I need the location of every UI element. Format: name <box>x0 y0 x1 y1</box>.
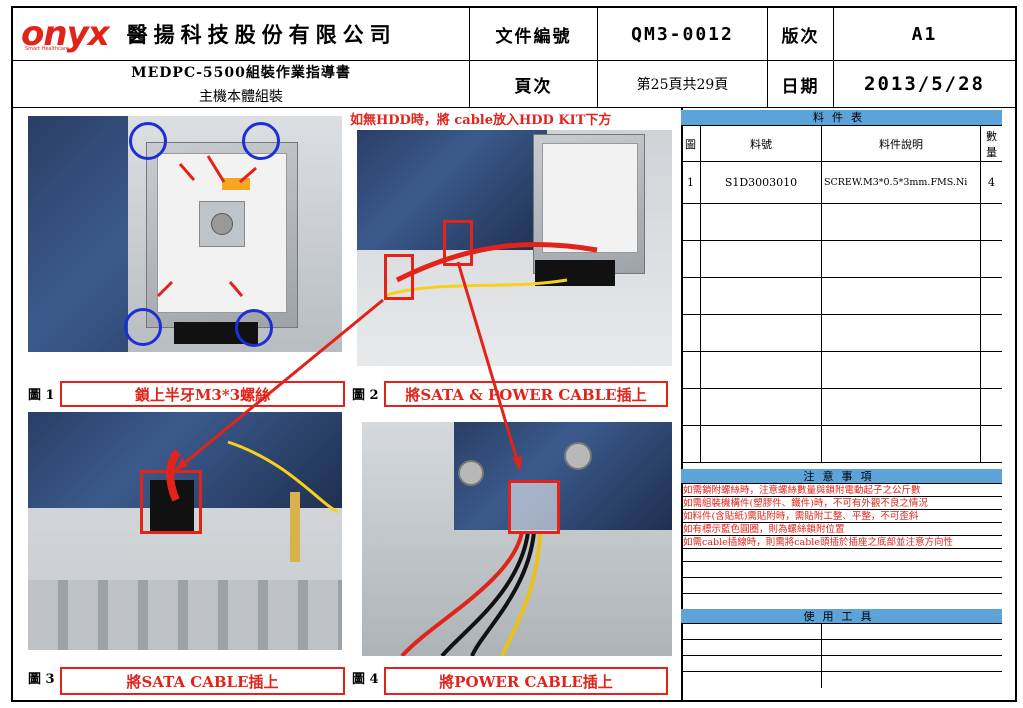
figure-3-photo <box>28 412 342 650</box>
date-label-cell: 日期 <box>768 61 834 108</box>
tool-row <box>681 672 1002 688</box>
screw-circle-br <box>235 309 273 347</box>
screw-circle-bl <box>124 308 162 346</box>
row-part: S1D3003010 <box>701 162 822 203</box>
date-label: 日期 <box>781 76 820 97</box>
page-number: 第25頁共29頁 <box>636 77 729 93</box>
tool-row <box>681 624 1002 640</box>
note-item: 如需鎖附螺絲時，注意螺絲數量與鎖附電動起子之公斤數 <box>681 484 1002 497</box>
page-label: 頁次 <box>514 76 553 97</box>
cable-overlay-2 <box>386 241 598 297</box>
table-row-empty <box>681 204 1002 241</box>
table-row: 1 S1D3003010 SCREW.M3*0.5*3mm.FMS.Ni 4 <box>681 162 1002 204</box>
table-row-empty <box>681 278 1002 315</box>
figure-1-caption: 鎖上半牙M3*3螺絲 <box>60 381 345 407</box>
col-qty: 數量 <box>986 129 997 159</box>
table-row-empty <box>681 426 1002 463</box>
row-fig: 1 <box>681 162 701 203</box>
highlight-sata-plug <box>140 470 202 534</box>
notes-title: 注意事項 <box>681 469 1002 484</box>
col-fig: 圖 <box>681 126 701 161</box>
table-row-empty <box>681 389 1002 426</box>
screw-circle-tl <box>129 122 167 160</box>
col-part: 料號 <box>701 126 822 161</box>
note-item: 如料件(含貼紙)需貼附時，需貼附工整、平整，不可歪斜 <box>681 510 1002 523</box>
figure-3-number: 圖 3 <box>28 672 55 687</box>
date: 2013/5/28 <box>864 73 985 95</box>
row-qty: 4 <box>988 176 995 189</box>
note-item-empty <box>681 562 1002 578</box>
note-item: 如需組裝機構件(塑膠件、鐵件)時，不可有外觀不良之情況 <box>681 497 1002 510</box>
figure-2-number: 圖 2 <box>352 388 379 403</box>
company-cell: onyx Smart Healthcare 醫揚科技股份有限公司 <box>13 8 470 61</box>
tool-row <box>681 640 1002 656</box>
figure-1-photo <box>28 116 342 352</box>
logo-tagline: Smart Healthcare <box>25 46 69 52</box>
note-item: 如有標示藍色圓圈，則為螺絲鎖附位置 <box>681 523 1002 536</box>
page-cell: 第25頁共29頁 <box>598 61 768 108</box>
highlight-sata-connector <box>384 254 414 300</box>
work-instruction-sheet: onyx Smart Healthcare 醫揚科技股份有限公司 文件編號 QM… <box>11 6 1017 702</box>
hdd-drive <box>146 142 298 328</box>
col-desc: 料件說明 <box>822 126 981 161</box>
parts-table-header: 圖 料號 料件說明 數量 <box>681 126 1002 162</box>
arrow-overlay-1 <box>156 155 257 298</box>
tools-title: 使用工具 <box>681 609 1002 624</box>
figure-4-photo <box>362 422 672 656</box>
onyx-logo: onyx <box>21 14 110 54</box>
header: onyx Smart Healthcare 醫揚科技股份有限公司 文件編號 QM… <box>13 8 1015 108</box>
table-row-empty <box>681 315 1002 352</box>
version: A1 <box>911 23 938 45</box>
figure-2-photo <box>357 130 672 366</box>
doc-subtitle: 主機本體組裝 <box>199 89 283 105</box>
version-cell: A1 <box>834 8 1015 61</box>
figure-2-caption: 將SATA & POWER CABLE插上 <box>384 381 668 407</box>
doc-title-cell: MEDPC-5500組裝作業指導書 主機本體組裝 <box>13 61 470 108</box>
doc-no-label: 文件編號 <box>495 26 572 47</box>
doc-no-cell: QM3-0012 <box>598 8 768 61</box>
table-row-empty <box>681 352 1002 389</box>
highlight-power-plug <box>508 480 560 534</box>
doc-no: QM3-0012 <box>631 23 734 45</box>
figure-4-caption: 將POWER CABLE插上 <box>384 667 668 695</box>
doc-no-label-cell: 文件編號 <box>470 8 598 61</box>
note-item-empty <box>681 578 1002 594</box>
page-label-cell: 頁次 <box>470 61 598 108</box>
figure-3-caption: 將SATA CABLE插上 <box>60 667 345 695</box>
cable-overlay-3 <box>166 440 339 514</box>
screw-circle-tr <box>242 122 280 160</box>
company-name: 醫揚科技股份有限公司 <box>126 22 397 47</box>
version-label-cell: 版次 <box>768 8 834 61</box>
doc-title: MEDPC-5500組裝作業指導書 <box>131 65 351 81</box>
table-row-empty <box>681 241 1002 278</box>
top-note: 如無HDD時，將 cable放入HDD KIT下方 <box>350 113 612 128</box>
parts-table-title: 料件表 <box>681 110 1002 126</box>
hdd-drive-2 <box>533 134 645 274</box>
note-item-empty <box>681 549 1002 562</box>
note-item: 如需cable插線時，則需將cable頭插於插座之底部並注意方向性 <box>681 536 1002 549</box>
cable-overlay-4 <box>400 531 542 656</box>
figure-1-number: 圖 1 <box>28 388 55 403</box>
content-divider <box>681 108 683 702</box>
date-cell: 2013/5/28 <box>834 61 1015 108</box>
tool-row <box>681 656 1002 672</box>
figure-4-number: 圖 4 <box>352 672 379 687</box>
row-desc: SCREW.M3*0.5*3mm.FMS.Ni <box>822 162 981 203</box>
version-label: 版次 <box>781 26 820 47</box>
